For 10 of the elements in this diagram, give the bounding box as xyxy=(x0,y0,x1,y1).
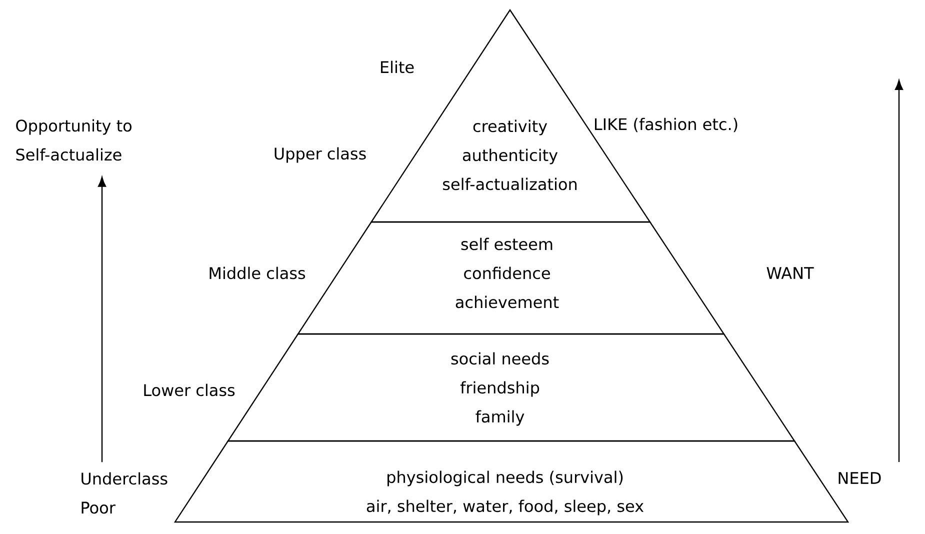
arrow xyxy=(894,80,904,462)
axis-caption: NEED xyxy=(838,472,881,484)
side-label: LIKE (fashion etc.) xyxy=(594,118,738,132)
arrow xyxy=(98,176,106,462)
side-label: Middle class xyxy=(210,266,306,280)
axis-caption: Opportunity to Self-actualize xyxy=(16,119,132,161)
side-label: Lower class xyxy=(144,384,235,396)
side-label: WANT xyxy=(766,267,814,279)
side-label: Elite xyxy=(381,60,414,74)
axis-caption: Underclass Poor xyxy=(82,472,168,514)
